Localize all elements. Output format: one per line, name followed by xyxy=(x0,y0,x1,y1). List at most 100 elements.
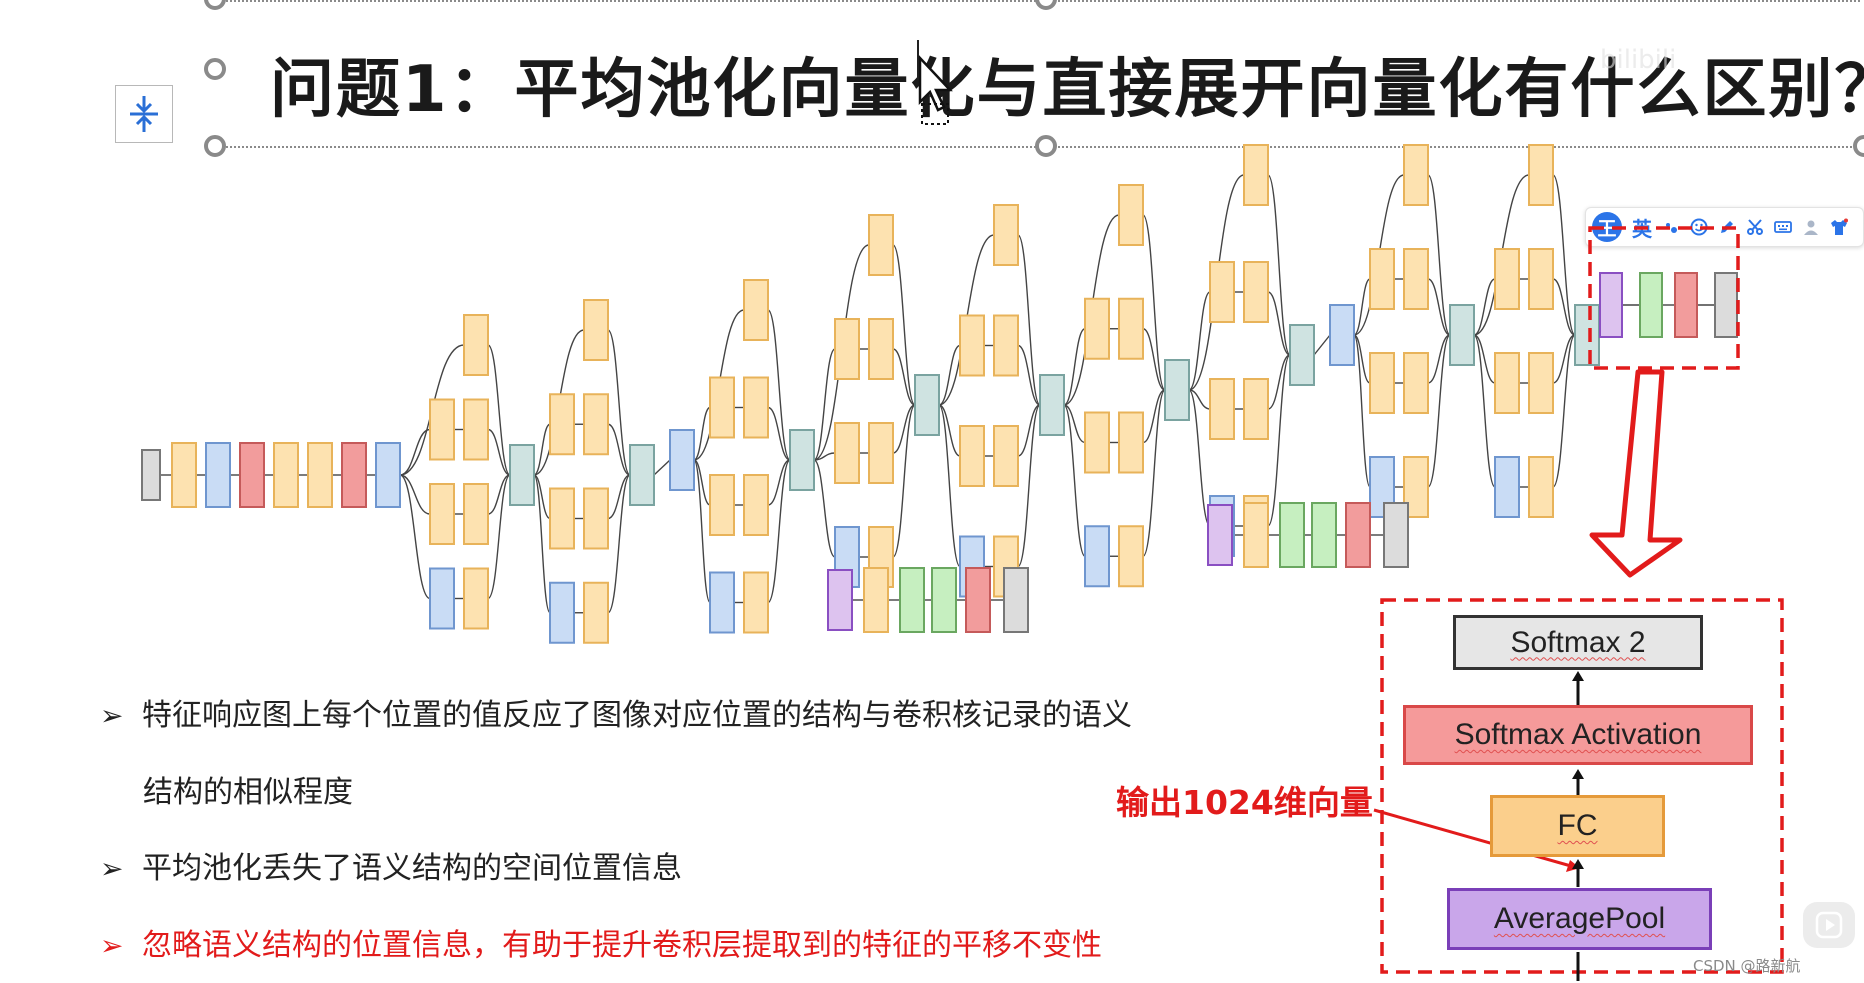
layer-softmax-activation[interactable]: Softmax Activation xyxy=(1403,705,1753,765)
connection-line xyxy=(533,474,551,614)
pen-icon[interactable] xyxy=(1718,218,1736,236)
output-annotation: 输出1024维向量 xyxy=(1116,783,1373,822)
connection-line xyxy=(693,459,711,506)
inception-1-concat xyxy=(509,444,535,506)
aux-2-avgpool xyxy=(1207,504,1233,566)
bullet-arrow-icon: ➢ xyxy=(100,929,124,962)
connection-line xyxy=(399,474,431,515)
inception-1-branch-2 xyxy=(463,483,489,545)
inception-5-branch-1 xyxy=(959,314,985,377)
inception-3-concat xyxy=(789,429,815,491)
layer-stem-norm xyxy=(239,442,265,508)
zoom-detail: Softmax 2 Softmax Activation FC AverageP… xyxy=(1380,595,1784,981)
connection-line xyxy=(1142,389,1166,557)
connection-line xyxy=(1267,354,1291,410)
inception-1-branch-3 xyxy=(429,567,455,630)
inception-7-branch-0 xyxy=(1243,144,1269,206)
emoji-icon[interactable] xyxy=(1690,218,1708,236)
inception-9-branch-2 xyxy=(1494,352,1520,414)
slide-title[interactable]: 问题1：平均池化向量化与直接展开向量化有什么区别？ xyxy=(270,53,1864,127)
aux-2-conv xyxy=(1243,502,1269,568)
inception-5-branch-0 xyxy=(993,204,1019,266)
connection-line xyxy=(1473,334,1496,384)
connection-line xyxy=(813,348,836,461)
resize-handle-bottom-left[interactable] xyxy=(204,135,226,157)
inception-9-branch-2 xyxy=(1528,352,1554,414)
inception-7-branch-1 xyxy=(1209,261,1235,323)
collapse-button[interactable] xyxy=(115,85,173,143)
connection-line xyxy=(1188,291,1211,391)
layer-final-norm xyxy=(1674,272,1698,338)
layer-final-out xyxy=(1714,272,1738,338)
inception-8-concat xyxy=(1449,304,1475,366)
inception-4-concat xyxy=(914,374,940,436)
inception-8-branch-2 xyxy=(1403,352,1429,414)
connection-line xyxy=(607,474,631,614)
inception-6-branch-0 xyxy=(1118,184,1144,246)
connection-line xyxy=(1017,404,1041,457)
aux-1-conv xyxy=(863,567,889,633)
ime-badge[interactable]: 王 xyxy=(1592,212,1622,242)
connection-line xyxy=(693,459,711,604)
inception-4-branch-0 xyxy=(868,214,894,276)
connection-line xyxy=(1063,404,1086,444)
inception-2-branch-3 xyxy=(583,581,609,644)
collapse-icon xyxy=(130,96,158,132)
connection-line xyxy=(693,406,711,461)
layer-softmax-output[interactable]: Softmax 2 xyxy=(1453,615,1703,670)
inception-8-branch-3 xyxy=(1369,456,1395,518)
inception-3-branch-1 xyxy=(743,376,769,439)
resize-handle-bottom-right[interactable] xyxy=(1853,135,1864,157)
connection-line xyxy=(1427,334,1451,488)
aux-1-fc xyxy=(931,567,957,633)
bullet-text: 忽略语义结构的位置信息，有助于提升卷积层提取到的特征的平移不变性 xyxy=(142,928,1102,963)
bullet-item-3: ➢ 忽略语义结构的位置信息，有助于提升卷积层提取到的特征的平移不变性 xyxy=(100,920,1102,964)
connection-line xyxy=(767,459,791,506)
aux-2-fc xyxy=(1311,502,1337,568)
connection-line xyxy=(1427,174,1451,336)
layer-stem-norm xyxy=(341,442,367,508)
connection-line xyxy=(1142,389,1166,444)
inception-6-branch-3 xyxy=(1084,525,1110,588)
inception-3-branch-0 xyxy=(743,279,769,341)
ime-toolbar[interactable]: 王 英 xyxy=(1585,207,1864,247)
connection-line xyxy=(1552,334,1576,488)
inception-6-branch-1 xyxy=(1118,297,1144,360)
resize-handle-bottom-mid[interactable] xyxy=(1035,135,1057,157)
inception-7-branch-2 xyxy=(1243,378,1269,440)
inception-8-branch-1 xyxy=(1369,248,1395,310)
layer-stem-pool xyxy=(375,442,401,508)
inception-5-branch-2 xyxy=(959,425,985,487)
connection-line xyxy=(1552,278,1576,336)
connection-line xyxy=(1142,328,1166,391)
connection-line xyxy=(1017,234,1041,406)
layer-final-avg xyxy=(1599,272,1623,338)
layer-average-pool[interactable]: AveragePool xyxy=(1447,888,1712,950)
inception-1-branch-3 xyxy=(463,567,489,630)
inception-4-branch-2 xyxy=(868,422,894,484)
keyboard-icon[interactable] xyxy=(1774,218,1792,236)
aux-2-norm xyxy=(1345,502,1371,568)
resize-handle-top-left[interactable] xyxy=(204,0,226,10)
layer-fc[interactable]: FC xyxy=(1490,795,1665,857)
connection-line xyxy=(487,474,511,600)
aux-2-out xyxy=(1383,502,1409,568)
play-button[interactable] xyxy=(1803,902,1855,948)
aux-1-norm xyxy=(965,567,991,633)
inception-2-branch-3 xyxy=(549,581,575,644)
ime-mode-toggle[interactable]: 英 xyxy=(1632,216,1652,241)
user-icon[interactable] xyxy=(1802,218,1820,236)
play-icon xyxy=(1815,911,1843,939)
layer-maxpool-7 xyxy=(1329,304,1355,366)
resize-handle-mid-left[interactable] xyxy=(204,58,226,80)
inception-5-concat xyxy=(1039,374,1065,436)
shirt-icon[interactable] xyxy=(1830,218,1848,236)
aux-1-avgpool xyxy=(827,569,853,631)
connection-line xyxy=(1063,328,1086,406)
scissors-icon[interactable] xyxy=(1746,218,1764,236)
resize-handle-top-mid[interactable] xyxy=(1035,0,1057,10)
layer-stem-conv xyxy=(171,442,197,508)
connection-line xyxy=(938,344,961,406)
dot-icon[interactable] xyxy=(1662,218,1680,236)
